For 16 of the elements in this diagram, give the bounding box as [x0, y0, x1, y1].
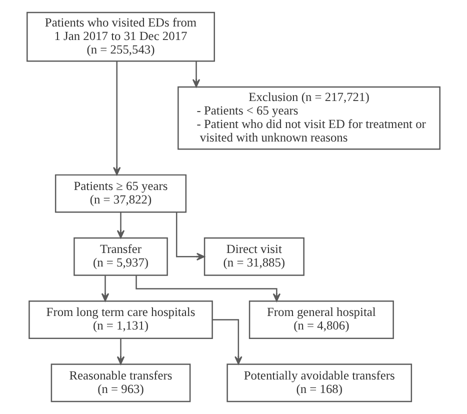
arrow [192, 61, 200, 88]
arrow [116, 338, 125, 365]
node-box: Direct visit (n = 31,885) [204, 237, 304, 276]
node-box: Transfer (n = 5,937) [74, 237, 168, 276]
arrow [101, 276, 110, 302]
node-box: From general hospital (n = 4,806) [248, 300, 394, 339]
arrow [212, 319, 242, 365]
arrow [116, 212, 125, 238]
node-box: Exclusion (n = 217,721) - Patients < 65 years - Patient who did not visit ED for treatment or visited with unknown reasons [178, 86, 440, 150]
node-box: Potentially avoidable transfers (n = 168) [226, 364, 412, 402]
node-box: From long term care hospitals (n = 1,131) [28, 300, 213, 339]
node-box: Patients who visited EDs from 1 Jan 2017 to 31 Dec 2017 (n = 255,543) [26, 12, 215, 62]
arrow [113, 61, 121, 176]
node-box: Patients ≥ 65 years (n = 37,822) [54, 174, 187, 213]
arrow [176, 212, 205, 261]
node-box: Reasonable transfers (n = 963) [50, 364, 191, 402]
